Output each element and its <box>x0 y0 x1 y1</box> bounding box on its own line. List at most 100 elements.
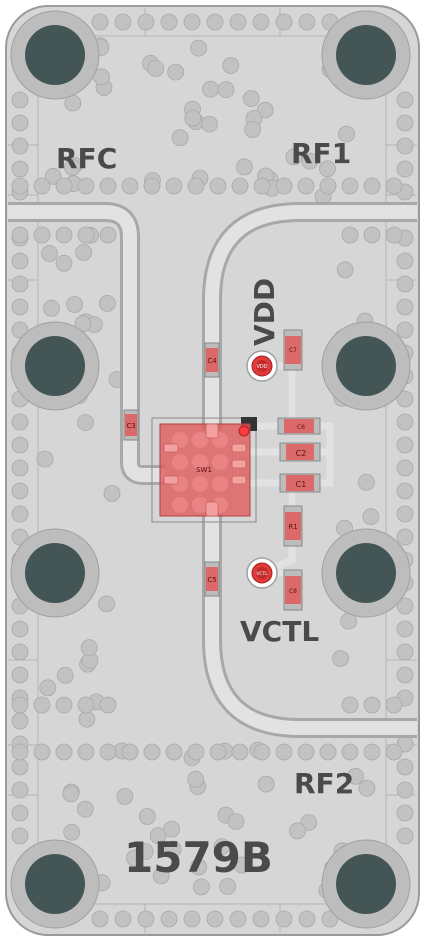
ground-via <box>396 827 414 845</box>
ground-via <box>98 595 115 613</box>
ground-via <box>62 785 80 803</box>
ground-via <box>11 804 29 822</box>
ground-via <box>55 743 73 761</box>
ground-via <box>385 177 403 195</box>
ground-via <box>11 226 29 244</box>
ground-via <box>396 390 414 408</box>
pin1-dot <box>238 425 250 437</box>
ground-via <box>396 459 414 477</box>
ground-via <box>253 177 271 195</box>
ground-via <box>76 800 94 818</box>
ground-via <box>229 910 247 928</box>
ground-via <box>11 696 29 714</box>
ground-via <box>55 177 73 195</box>
ground-via <box>11 781 29 799</box>
ground-via <box>252 13 270 31</box>
ground-via <box>192 878 210 896</box>
ground-via <box>209 177 227 195</box>
board-inner-outline <box>37 35 387 905</box>
ground-via <box>227 813 245 830</box>
ref-c7: C7 <box>289 347 297 354</box>
ground-via <box>165 743 183 761</box>
test-point-vctl-label: VCTL <box>256 571 268 577</box>
ground-via <box>11 459 29 477</box>
ground-via <box>363 743 381 761</box>
ground-via <box>91 910 109 928</box>
ground-via <box>143 743 161 761</box>
mounting-holes <box>10 10 411 929</box>
ground-via <box>190 858 208 876</box>
ground-via <box>252 910 270 928</box>
ground-via <box>275 910 293 928</box>
ground-via <box>183 910 201 928</box>
ground-via <box>143 177 161 195</box>
passive-components: C3 C4 C5 C7 C6 C2 <box>123 329 321 611</box>
ground-via <box>77 414 94 432</box>
ground-via <box>358 779 376 797</box>
ref-r1: R1 <box>288 523 297 531</box>
ground-via <box>43 299 60 317</box>
mounting-hole-mid-right-upper <box>321 321 411 411</box>
ground-via <box>319 177 337 195</box>
ground-via <box>44 167 62 185</box>
ground-via <box>163 820 181 838</box>
ground-via <box>11 177 29 195</box>
ground-via <box>222 57 240 74</box>
ground-via <box>167 63 185 81</box>
ground-via <box>202 80 219 98</box>
ground-via <box>289 822 306 840</box>
ground-via <box>116 788 134 805</box>
ground-via <box>11 620 29 638</box>
ground-via <box>363 226 381 244</box>
ground-via <box>396 758 414 776</box>
ground-via <box>55 696 73 714</box>
ground-via <box>357 473 375 491</box>
ground-via <box>66 296 83 313</box>
ground-via <box>77 226 95 244</box>
ground-via <box>80 639 98 656</box>
ground-via <box>385 696 403 714</box>
ground-via <box>341 696 359 714</box>
ground-via <box>396 321 414 339</box>
ground-via <box>11 436 29 454</box>
ground-via <box>385 743 403 761</box>
ground-via <box>137 13 155 31</box>
mounting-hole-mid-right-lower <box>321 528 411 618</box>
ref-c2: C2 <box>296 449 307 458</box>
ground-via <box>285 148 303 166</box>
mounting-hole-mid-left-upper <box>10 321 100 411</box>
ground-via <box>298 910 316 928</box>
ground-via <box>396 505 414 523</box>
label-vctl: VCTL <box>240 615 319 648</box>
ground-via <box>11 298 29 316</box>
ground-via <box>233 856 251 874</box>
ground-via <box>229 13 247 31</box>
ground-via <box>396 114 414 132</box>
ground-via <box>33 696 51 714</box>
ground-via <box>396 252 414 270</box>
ground-via <box>242 90 260 107</box>
ground-via <box>396 160 414 178</box>
cap-c8: C8 <box>283 569 303 611</box>
ground-via <box>11 413 29 431</box>
ref-c4: C4 <box>207 357 217 365</box>
mounting-hole-top-left <box>10 10 100 100</box>
ground-via <box>341 177 359 195</box>
ground-via <box>137 910 155 928</box>
ground-via <box>99 226 117 244</box>
ground-via <box>321 910 339 928</box>
ground-via <box>396 666 414 684</box>
ground-via <box>396 275 414 293</box>
ground-via <box>275 177 293 195</box>
ground-via <box>121 177 139 195</box>
ground-via <box>187 770 205 788</box>
cap-c6: C6 <box>277 417 321 435</box>
ground-via <box>236 158 253 176</box>
ground-via <box>396 482 414 500</box>
label-vdd: VDD <box>248 278 281 346</box>
ground-via <box>319 160 336 178</box>
cap-c3: C3 <box>123 409 139 441</box>
ground-via <box>206 13 224 31</box>
ground-via <box>91 13 109 31</box>
